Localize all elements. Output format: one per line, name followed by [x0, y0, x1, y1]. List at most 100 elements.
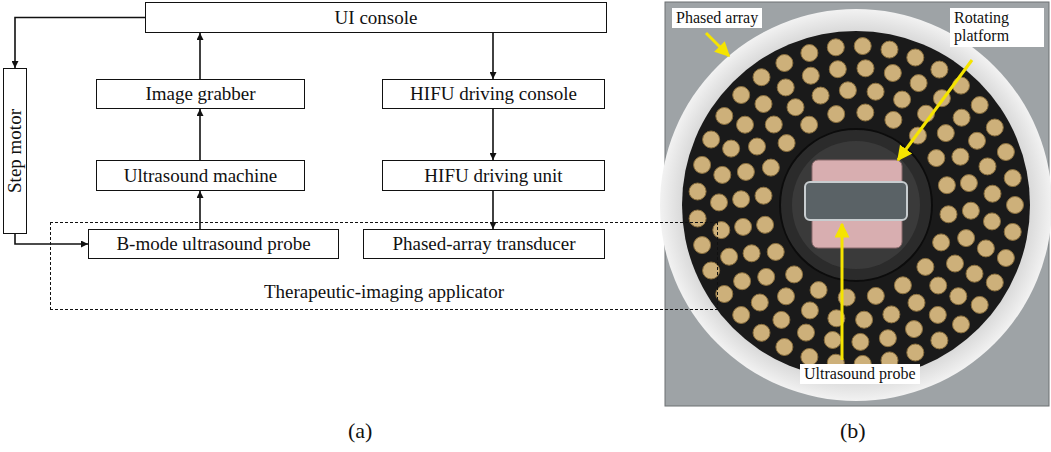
- transducer-element: [867, 287, 884, 304]
- transducer-element: [776, 339, 793, 356]
- transducer-element: [733, 307, 750, 324]
- transducer-element: [971, 296, 988, 313]
- transducer-element: [997, 250, 1014, 267]
- transducer-element: [986, 119, 1003, 136]
- process-box: Step motor: [3, 68, 27, 234]
- transducer-element: [713, 222, 730, 239]
- arrow-connector: [199, 33, 201, 79]
- transducer-element: [827, 39, 844, 56]
- transducer-element: [929, 306, 946, 323]
- transducer-element: [716, 286, 733, 303]
- transducer-element: [801, 116, 818, 133]
- transducer-element: [894, 277, 911, 294]
- transducer-element: [952, 148, 969, 165]
- transducer-element: [857, 60, 874, 77]
- transducer-element: [694, 237, 711, 254]
- arrow-connector: [15, 234, 88, 244]
- box-label: UI console: [335, 7, 418, 29]
- box-label: HIFU driving unit: [424, 165, 562, 187]
- transducer-element: [852, 333, 869, 350]
- transducer-element: [856, 311, 873, 328]
- transducer-element: [735, 218, 752, 235]
- transducer-element: [953, 109, 970, 126]
- transducer-element: [931, 61, 948, 78]
- transducer-element: [824, 332, 841, 349]
- transducer-element: [984, 213, 1001, 230]
- leader-arrow: [841, 224, 844, 360]
- transducer-element: [879, 330, 896, 347]
- transducer-element: [986, 274, 1003, 291]
- transducer-element: [714, 166, 731, 183]
- process-box: B-mode ultrasound probe: [88, 229, 339, 259]
- box-label: Phased-array transducer: [392, 233, 575, 255]
- transducer-element: [960, 175, 977, 192]
- transducer-element: [984, 185, 1001, 202]
- transducer-element: [694, 156, 711, 173]
- transducer-element: [801, 349, 818, 366]
- transducer-element: [810, 282, 827, 299]
- process-box: UI console: [145, 2, 607, 33]
- leader-arrow: [898, 60, 972, 160]
- box-label: Ultrasound machine: [124, 165, 278, 187]
- arrow-connector: [15, 18, 145, 69]
- transducer-element: [753, 324, 770, 341]
- transducer-element: [765, 116, 782, 133]
- transducer-element: [749, 138, 766, 155]
- transducer-element: [933, 234, 950, 251]
- transducer-element: [966, 265, 983, 282]
- arrow-connector: [492, 109, 494, 160]
- transducer-element: [969, 132, 986, 149]
- transducer-element: [928, 150, 945, 167]
- transducer-element: [953, 316, 970, 333]
- transducer-element: [971, 97, 988, 114]
- transducer-element: [908, 294, 925, 311]
- transducer-element: [689, 210, 706, 227]
- box-label: HIFU driving console: [410, 83, 577, 105]
- box-label: Step motor: [4, 109, 26, 193]
- transducer-element: [733, 87, 750, 104]
- callout-label: Ultrasound probe: [800, 364, 920, 384]
- transducer-element: [883, 306, 900, 323]
- transducer-element: [930, 277, 947, 294]
- transducer-element: [867, 83, 884, 100]
- platform-base: [792, 141, 920, 269]
- transducer-element: [1007, 197, 1024, 214]
- arrow-connector: [492, 33, 494, 79]
- process-box: HIFU driving unit: [382, 160, 605, 191]
- box-label: Image grabber: [145, 83, 255, 105]
- transducer-element: [962, 202, 979, 219]
- transducer-element: [1004, 170, 1021, 187]
- transducer-element: [884, 65, 901, 82]
- transducer-element: [787, 99, 804, 116]
- arrow-connector: [199, 109, 201, 160]
- transducer-element: [778, 288, 795, 305]
- applicator-group: Therapeutic-imaging applicatorB-mode ult…: [50, 222, 718, 310]
- transducer-element: [773, 311, 790, 328]
- panel-label: (a): [348, 418, 372, 444]
- process-box: Ultrasound machine: [96, 160, 305, 191]
- transducer-element: [755, 187, 772, 204]
- transducer-element: [857, 104, 874, 121]
- transducer-element: [767, 243, 784, 260]
- transducer-element: [798, 324, 815, 341]
- ultrasound-probe: [805, 182, 907, 220]
- transducer-element: [977, 240, 994, 257]
- arrow-connector: [199, 191, 201, 229]
- transducer-element: [812, 87, 829, 104]
- leader-arrow: [706, 33, 729, 56]
- transducer-element: [938, 177, 955, 194]
- array-elements: [689, 38, 1023, 373]
- transducer-element: [906, 321, 923, 338]
- arrow-connector: [492, 191, 494, 229]
- transducer-element: [703, 131, 720, 148]
- transducer-element: [958, 230, 975, 247]
- transducer-element: [907, 344, 924, 361]
- transducer-element: [947, 255, 964, 272]
- box-label: B-mode ultrasound probe: [116, 233, 310, 255]
- outer-ring: [660, 9, 1051, 401]
- transducer-element: [721, 248, 738, 265]
- transducer-element: [854, 38, 871, 55]
- transducer-element: [762, 159, 779, 176]
- transducer-element: [1004, 223, 1021, 240]
- transducer-element: [757, 216, 774, 233]
